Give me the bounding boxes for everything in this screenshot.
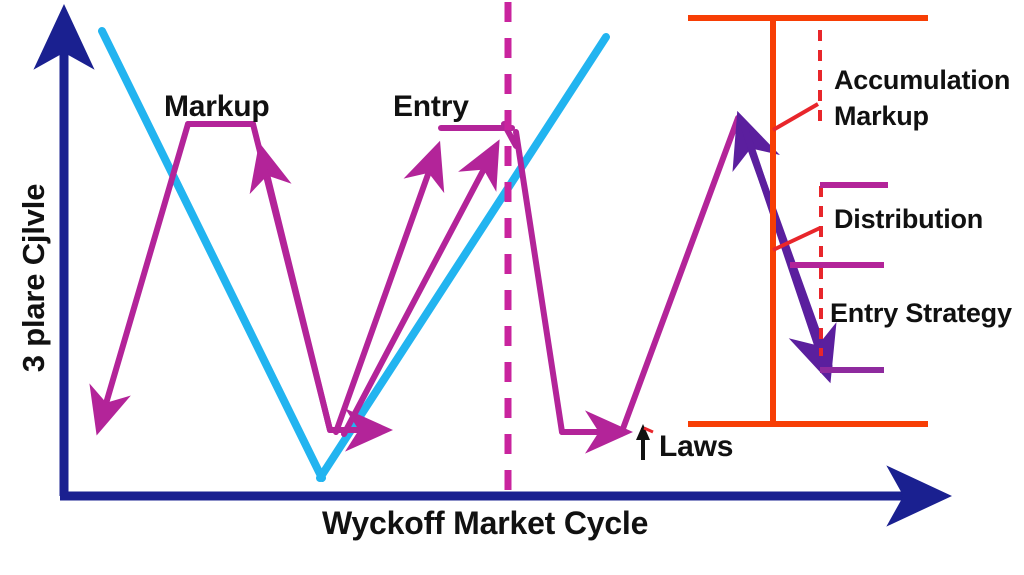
leader-connector-distribution: [772, 226, 821, 252]
cycle-segment-entry-rise-b: [341, 139, 500, 437]
legend-label-distribution: Distribution: [834, 204, 984, 234]
uptrend-line: [316, 33, 610, 482]
cycle-segment-final-markup: [618, 115, 741, 437]
legend-label-accumulation-line2: Markup: [834, 101, 929, 131]
y-axis-label: 3 plare Cjlvle: [16, 183, 51, 373]
entry-strategy-arrow-reverse: [740, 122, 837, 384]
annotation-entry: Entry: [393, 90, 469, 123]
downtrend-line: [98, 27, 326, 482]
legend-leader-group: [771, 30, 823, 356]
cycle-segment-markdown: [513, 129, 565, 435]
cycle-segment-accum-down: [89, 121, 191, 436]
x-axis-label: Wyckoff Market Cycle: [322, 505, 649, 541]
wyckoff-cycle-path-group: [89, 115, 741, 454]
legend-label-entry-strategy: Entry Strategy: [830, 298, 1012, 328]
legend-label-accumulation-markup: Accumulation Markup: [834, 62, 1010, 134]
legend-bracket-group: [688, 15, 928, 427]
annotation-laws: Laws: [659, 430, 734, 463]
cycle-segment-distribution-down: [250, 121, 333, 433]
legend-level-rails: [790, 182, 888, 373]
legend-label-accumulation-line1: Accumulation: [834, 65, 1011, 95]
leader-connector-accumulation: [771, 102, 820, 132]
annotation-markup: Markup: [164, 90, 270, 123]
axis-group: [33, 3, 953, 527]
laws-arrow-icon: [636, 424, 654, 460]
cycle-segment-entry-rise-a: [333, 140, 445, 435]
trendline-group: [98, 27, 610, 482]
